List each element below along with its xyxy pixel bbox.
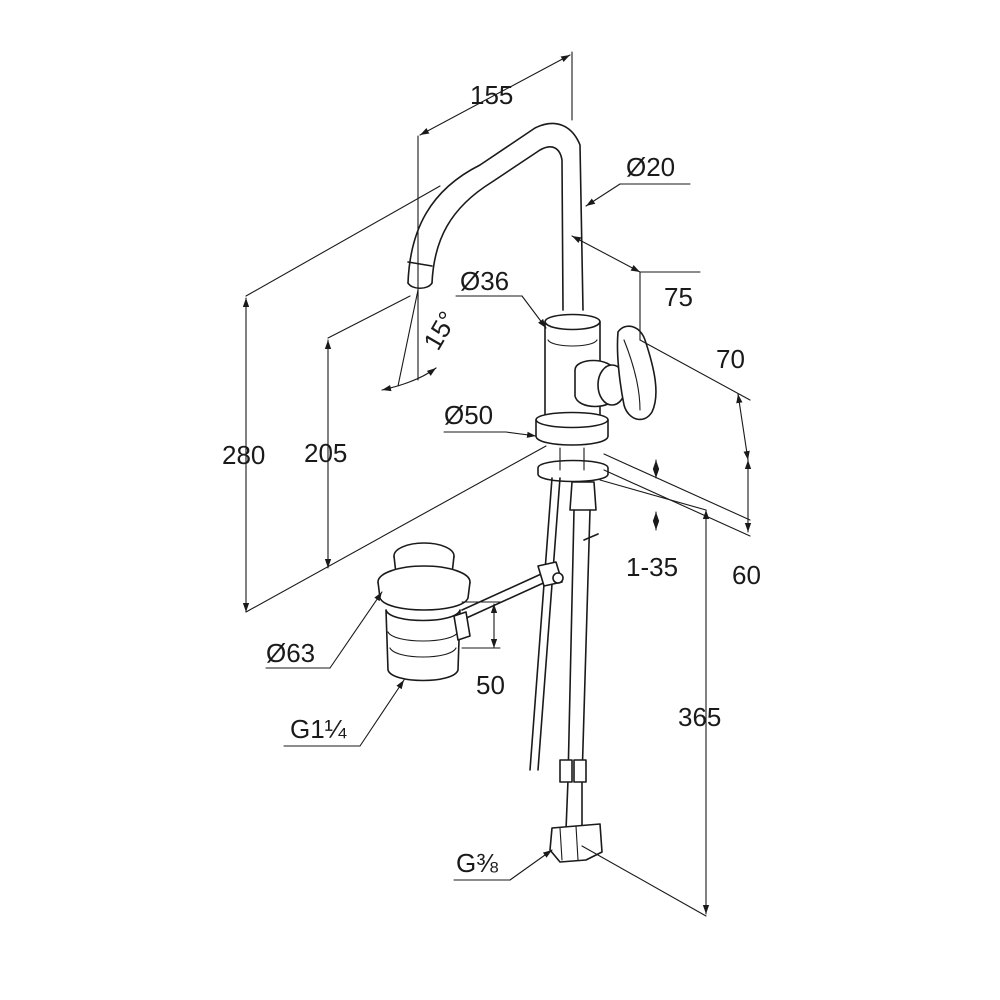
- spout-outline-inner: [431, 146, 564, 311]
- popup-clamp-screw: [552, 572, 564, 584]
- popup-lever-stub: [583, 533, 599, 541]
- dimension-labels: 155 Ø20 75 Ø36 70 Ø50 15° 205 280 1-35 6…: [222, 80, 761, 878]
- label-75: 75: [664, 282, 693, 312]
- label-60: 60: [732, 560, 761, 590]
- label-50: 50: [476, 670, 505, 700]
- waste-flange-side: [377, 581, 471, 611]
- fixing-nut: [569, 481, 597, 511]
- label-d36: Ø36: [460, 266, 509, 296]
- label-365: 365: [678, 702, 721, 732]
- label-205: 205: [304, 438, 347, 468]
- popup-pull-rod: [529, 477, 553, 771]
- popup-pull-rod-2: [537, 477, 561, 771]
- dim-line-155: [419, 54, 571, 136]
- dim-line-70: [736, 393, 750, 461]
- label-70: 70: [716, 344, 745, 374]
- lever-handle: [616, 325, 657, 421]
- waste-ring-1: [387, 631, 459, 642]
- popup-linkage-2: [461, 579, 551, 621]
- label-280: 280: [222, 440, 265, 470]
- label-15deg: 15°: [417, 306, 463, 355]
- label-1-35: 1-35: [626, 552, 678, 582]
- hose-ferrule-right: [573, 759, 587, 783]
- fixing-washer: [537, 459, 609, 483]
- base-flange: [535, 411, 609, 446]
- dimension-lines: [242, 51, 752, 917]
- popup-linkage: [461, 569, 551, 611]
- hose-connector-detail: [559, 825, 579, 861]
- label-g114: G1¼: [290, 714, 347, 744]
- label-d50: Ø50: [444, 400, 493, 430]
- waste-body: [385, 609, 461, 682]
- body-top-ring: [544, 321, 601, 331]
- label-155: 155: [470, 80, 513, 110]
- lever-handle-edge: [623, 339, 641, 411]
- dim-arc-15deg: [381, 367, 437, 392]
- waste-ring-2: [389, 647, 457, 658]
- label-g38: G⅜: [456, 848, 498, 878]
- hose-ferrule-left: [559, 759, 573, 783]
- faucet-body-group: [377, 122, 657, 863]
- spout-tip: [407, 261, 433, 290]
- base-flange-top: [535, 419, 609, 429]
- label-d63: Ø63: [266, 638, 315, 668]
- body-collar-line: [547, 339, 598, 347]
- waste-lever-housing: [453, 611, 471, 641]
- dim-line-75: [571, 235, 641, 273]
- label-d20: Ø20: [626, 152, 675, 182]
